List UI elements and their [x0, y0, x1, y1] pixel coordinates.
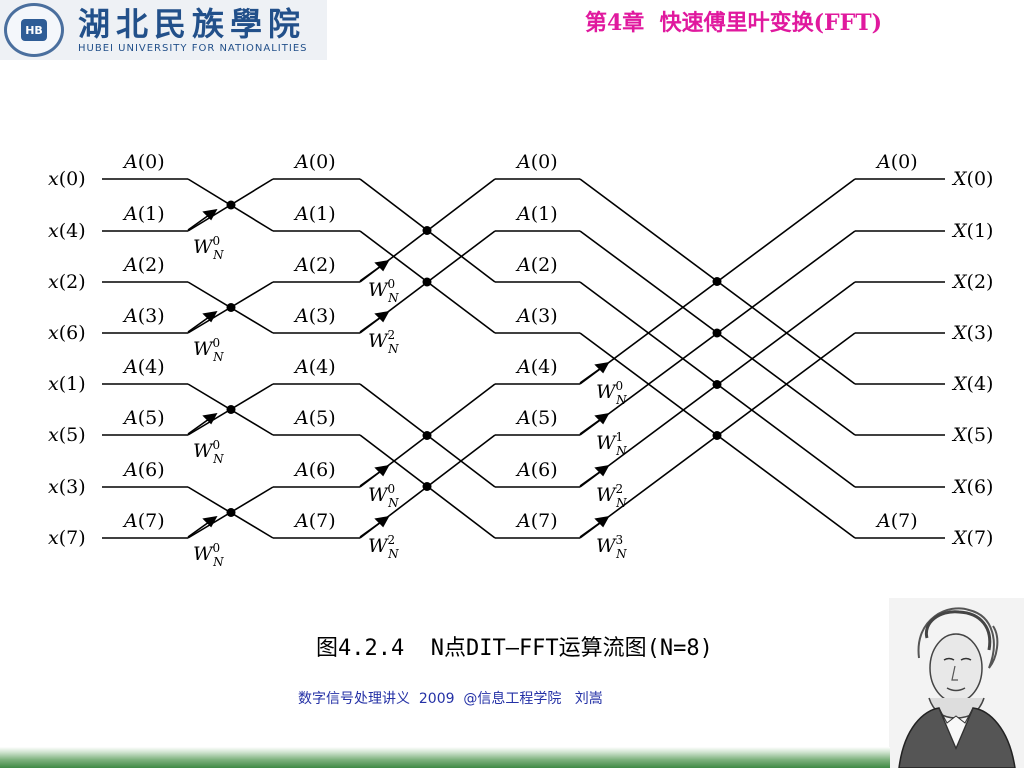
twiddle-arrow-icon: [579, 412, 610, 435]
butterfly-node: [712, 277, 722, 286]
output-label: X(5): [951, 424, 993, 446]
university-logo: HB 湖北民族學院 HUBEI UNIVERSITY FOR NATIONALI…: [0, 0, 327, 60]
input-label: x(4): [48, 220, 86, 242]
stage3-node-label: A(7): [515, 510, 558, 532]
stage1-node-label: A(6): [122, 459, 165, 481]
twiddle-arrow-icon: [187, 412, 218, 435]
footer-credit: 数字信号处理讲义 2009 @信息工程学院 刘嵩: [298, 691, 603, 707]
stage2-node-label: A(0): [293, 151, 336, 173]
logo-text: 湖北民族學院 HUBEI UNIVERSITY FOR NATIONALITIE…: [78, 7, 307, 54]
fourier-portrait-icon: [889, 598, 1024, 769]
stage3-node-label: A(1): [515, 203, 558, 225]
output-label: X(1): [951, 220, 993, 242]
figure-caption: 图4.2.4 N点DIT—FFT运算流图(N=8): [316, 636, 713, 661]
twiddle-arrow-icon: [579, 515, 610, 538]
stage3-node-label: A(0): [515, 151, 558, 173]
butterfly-node: [422, 277, 432, 287]
twiddle-arrow-icon: [187, 310, 218, 333]
output-label: X(7): [951, 527, 993, 549]
butterfly-node: [712, 431, 722, 440]
chapter-title: 第4章 快速傅里叶变换(FFT): [585, 10, 883, 36]
input-label: x(2): [48, 271, 86, 293]
stage3-node-label: A(4): [515, 356, 558, 378]
stage2-node-label: A(4): [293, 356, 336, 378]
twiddle-arrow-icon: [187, 208, 218, 231]
input-label: x(5): [48, 424, 86, 446]
output-label: X(6): [951, 476, 993, 498]
stage2-node-label: A(5): [293, 407, 336, 429]
stage3-node-label: A(2): [515, 254, 558, 276]
output-label: X(2): [951, 271, 993, 293]
stage2-node-label: A(7): [293, 510, 336, 532]
input-label: x(7): [48, 527, 86, 549]
twiddle-arrow-icon: [579, 361, 610, 384]
stage3-node-label: A(3): [515, 305, 558, 327]
stage4-node-label: A(0): [875, 151, 918, 173]
twiddle-arrow-icon: [579, 464, 610, 487]
school-name-cn: 湖北民族學院: [78, 4, 307, 43]
butterfly-node: [226, 405, 236, 414]
butterfly-node: [712, 328, 722, 338]
stage1-node-label: A(4): [122, 356, 165, 378]
stage2-node-label: A(3): [293, 305, 336, 327]
input-label: x(3): [48, 476, 86, 498]
butterfly-node: [226, 508, 236, 517]
input-label: x(0): [48, 168, 86, 190]
stage1-node-label: A(2): [122, 254, 165, 276]
stage2-node-label: A(2): [293, 254, 336, 276]
stage1-node-label: A(7): [122, 510, 165, 532]
butterfly-node: [226, 200, 236, 210]
butterfly-node: [422, 482, 432, 491]
output-label: X(3): [951, 322, 993, 344]
butterfly-node: [226, 303, 236, 312]
fft-butterfly-diagram: x(0) x(4) x(2) x(6) x(1) x(5) x(3) x(7) X(0) X(1)…: [48, 151, 993, 569]
stage1-node-label: A(1): [122, 203, 165, 225]
bottom-decor-bar: [0, 747, 890, 768]
twiddle-arrow-icon: [359, 310, 390, 333]
input-label: x(6): [48, 322, 86, 344]
stage2-node-label: A(1): [293, 203, 336, 225]
twiddle-arrow-icon: [359, 259, 390, 282]
twiddle-arrow-icon: [359, 515, 390, 538]
stage4-node-label: A(7): [875, 510, 918, 532]
stage2-node-label: A(6): [293, 459, 336, 481]
seal-emblem-icon: HB: [21, 19, 47, 41]
twiddle-arrow-icon: [359, 464, 390, 487]
output-label: X(4): [951, 373, 993, 395]
input-label: x(1): [48, 373, 86, 395]
output-label: X(0): [951, 168, 993, 190]
butterfly-node: [712, 380, 722, 389]
twiddle-arrow-icon: [187, 515, 218, 538]
school-name-en: HUBEI UNIVERSITY FOR NATIONALITIES: [78, 42, 308, 54]
stage1-node-label: A(5): [122, 407, 165, 429]
stage3-node-label: A(6): [515, 459, 558, 481]
butterfly-node: [422, 226, 432, 235]
portrait-image: [889, 598, 1024, 769]
stage3-node-label: A(5): [515, 407, 558, 429]
butterfly-node: [422, 431, 432, 440]
stage1-node-label: A(0): [122, 151, 165, 173]
stage1-node-label: A(3): [122, 305, 165, 327]
university-seal-icon: HB: [4, 3, 64, 57]
